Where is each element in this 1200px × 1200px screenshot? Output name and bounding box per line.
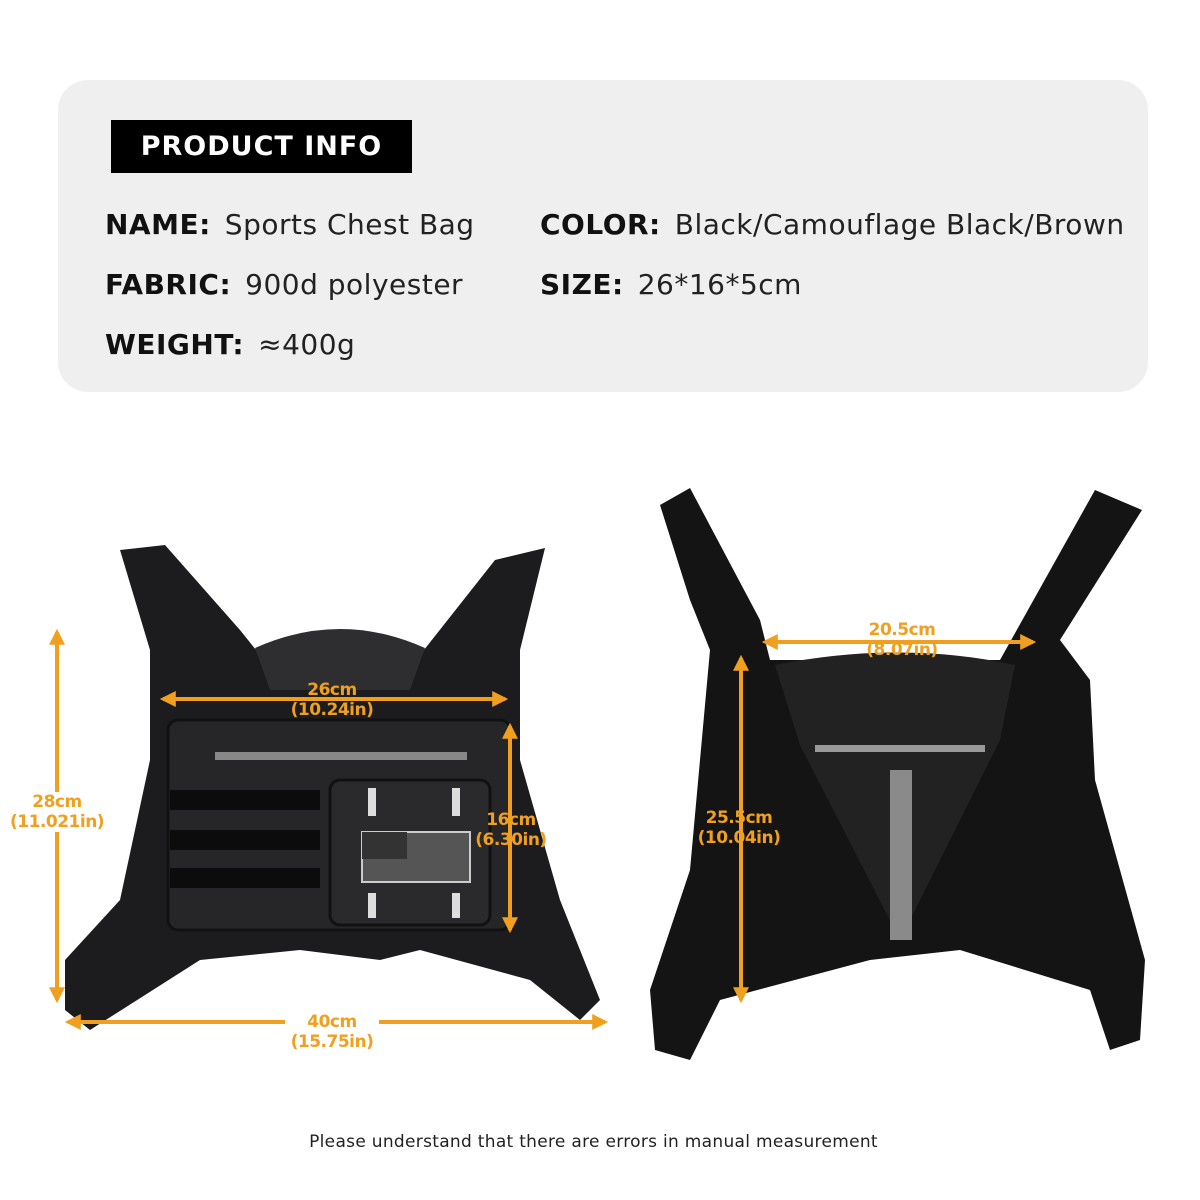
fabric-row: FABRIC: 900d polyester [105,268,463,301]
product-info-title: PRODUCT INFO [111,120,412,173]
front-bottom-width-label: 40cm(15.75in) [285,1012,379,1052]
front-bottom-width-in: (15.75in) [290,1032,374,1052]
color-value: Black/Camouflage Black/Brown [674,208,1125,241]
front-pocket-height-in: (6.30in) [475,830,547,850]
front-height-in: (11.021in) [10,812,105,832]
name-value: Sports Chest Bag [224,208,475,241]
front-bottom-width-cm: 40cm [307,1012,357,1032]
size-label: SIZE: [540,268,624,301]
name-label: NAME: [105,208,211,241]
front-top-width-in: (10.24in) [290,700,374,720]
back-top-width-in: (8.07in) [866,640,938,660]
front-height-label: 28cm(11.021in) [10,792,105,832]
fabric-label: FABRIC: [105,268,232,301]
front-top-width-cm: 26cm [307,680,357,700]
front-pocket-height-cm: 16cm [486,810,536,830]
fabric-value: 900d polyester [245,268,464,301]
back-height-cm: 25.5cm [705,808,773,828]
front-top-width-label: 26cm(10.24in) [285,680,379,720]
measurement-note: Please understand that there are errors … [309,1132,878,1152]
weight-value: ≈400g [258,328,356,361]
front-vest-image [65,545,600,1030]
weight-row: WEIGHT: ≈400g [105,328,355,361]
weight-label: WEIGHT: [105,328,245,361]
name-row: NAME: Sports Chest Bag [105,208,475,241]
back-height-label: 25.5cm(10.04in) [692,808,786,848]
size-value: 26*16*5cm [637,268,802,301]
back-vest-image [650,488,1145,1060]
color-row: COLOR: Black/Camouflage Black/Brown [540,208,1125,241]
back-top-width-cm: 20.5cm [868,620,936,640]
color-label: COLOR: [540,208,661,241]
front-height-cm: 28cm [32,792,82,812]
size-row: SIZE: 26*16*5cm [540,268,802,301]
back-top-width-label: 20.5cm(8.07in) [855,620,949,660]
back-height-in: (10.04in) [697,828,781,848]
front-pocket-height-label: 16cm(6.30in) [472,810,550,850]
